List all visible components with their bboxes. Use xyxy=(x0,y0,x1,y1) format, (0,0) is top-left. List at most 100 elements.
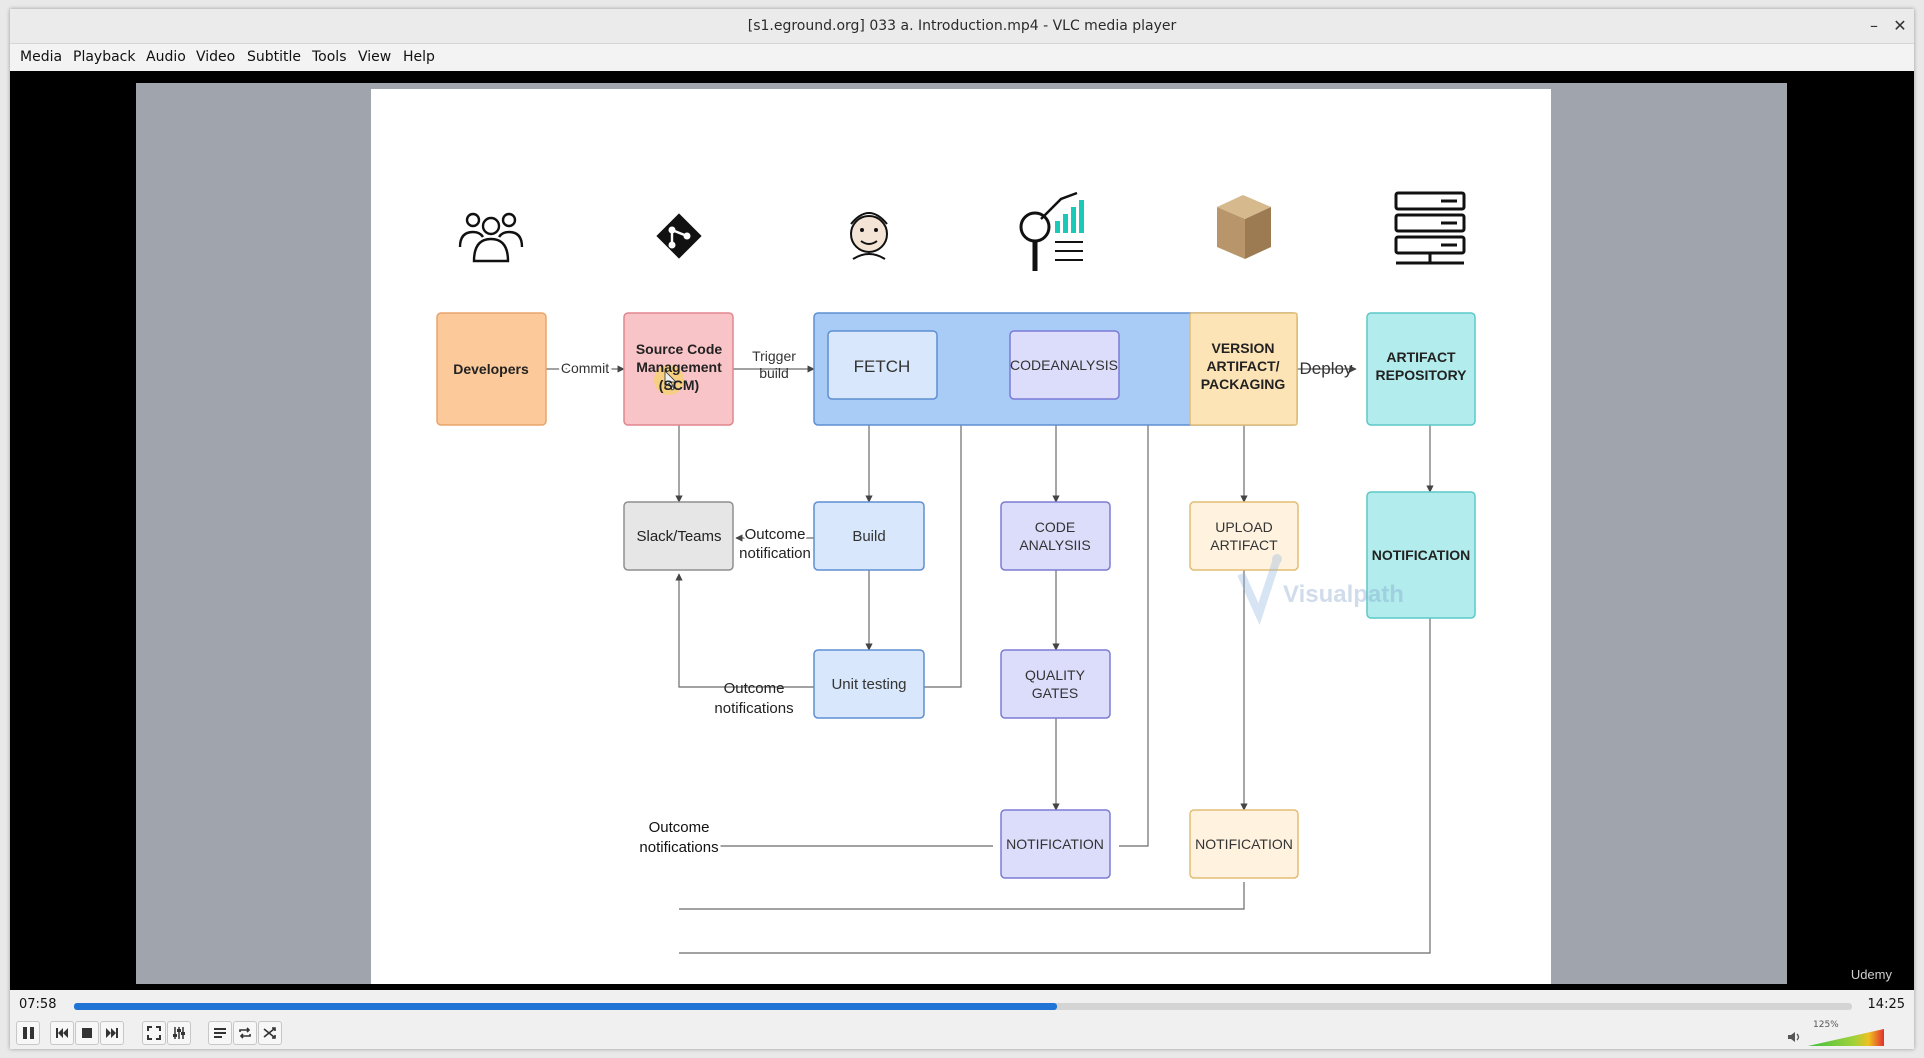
code-analysis-label-1: CODE xyxy=(1035,519,1075,535)
developers-label: Developers xyxy=(453,361,529,377)
quality-gates-label-1: QUALITY xyxy=(1025,667,1086,683)
scm-label-2: Management xyxy=(636,359,722,375)
seek-bar-row: 07:58 14:25 xyxy=(10,994,1914,1018)
menu-bar: Media Playback Audio Video Subtitle Tool… xyxy=(10,44,1914,71)
speaker-icon xyxy=(1788,1032,1800,1042)
jenkins-icon xyxy=(850,212,888,260)
next-button[interactable] xyxy=(100,1021,124,1045)
upload-notification-return-line xyxy=(679,882,1245,910)
slide-background: Developers Source Code Management (SCM) … xyxy=(136,83,1787,984)
total-time: 14:25 xyxy=(1867,997,1905,1012)
version-label-1: VERSION xyxy=(1211,340,1274,356)
volume-control[interactable]: 125% xyxy=(1786,1020,1896,1047)
stop-icon xyxy=(82,1028,92,1038)
notification-upload-label: NOTIFICATION xyxy=(1195,836,1293,852)
vlc-window: [s1.eground.org] 033 a. Introduction.mp4… xyxy=(10,9,1914,1049)
artifact-repo-box xyxy=(1366,312,1476,426)
notification-qa-box xyxy=(1000,809,1111,879)
notification-to-version-arrow xyxy=(1119,375,1191,847)
notification-upload-box xyxy=(1189,809,1299,879)
playlist-button[interactable] xyxy=(208,1021,232,1045)
code-analysis-box xyxy=(1000,501,1111,571)
notification-right-label: NOTIFICATION xyxy=(1372,547,1471,563)
outcome-bottom-label-1: Outcome xyxy=(649,819,710,836)
stop-button[interactable] xyxy=(75,1021,99,1045)
shuffle-button[interactable] xyxy=(258,1021,282,1045)
fetch-box xyxy=(827,330,938,400)
build-box xyxy=(813,501,925,571)
title-bar: [s1.eground.org] 033 a. Introduction.mp4… xyxy=(10,9,1914,44)
version-label-2: ARTIFACT/ xyxy=(1206,358,1279,374)
artifact-repo-label-1: ARTIFACT xyxy=(1386,349,1456,365)
scm-label-1: Source Code xyxy=(636,341,723,357)
server-rack-icon xyxy=(1394,191,1466,265)
notification-qa-label: NOTIFICATION xyxy=(1006,836,1104,852)
playlist-icon xyxy=(214,1028,226,1038)
skip-forward-icon xyxy=(106,1028,118,1038)
upload-label-2: ARTIFACT xyxy=(1210,537,1278,553)
volume-percent: 125% xyxy=(1813,1020,1839,1030)
codeanalysis-label: CODEANALYSIS xyxy=(1010,357,1118,373)
close-button[interactable]: ✕ xyxy=(1893,16,1907,35)
build-label: Build xyxy=(852,528,885,545)
menu-playback[interactable]: Playback xyxy=(73,49,136,65)
developers-box xyxy=(436,312,547,426)
slide: Developers Source Code Management (SCM) … xyxy=(371,89,1551,984)
outcome-unit-label-1: Outcome xyxy=(724,680,785,697)
scm-label-3: (SCM) xyxy=(659,377,699,393)
outcome-unit-label-2: notifications xyxy=(714,700,793,717)
shuffle-icon xyxy=(263,1027,276,1039)
menu-tools[interactable]: Tools xyxy=(312,49,347,65)
trigger-edge-label-2: build xyxy=(759,365,789,381)
video-area[interactable]: Developers Source Code Management (SCM) … xyxy=(10,71,1914,990)
loop-button[interactable] xyxy=(233,1021,257,1045)
deploy-edge-label: Deploy xyxy=(1300,359,1353,378)
unit-outcome-arrow xyxy=(675,573,814,688)
quality-gates-box xyxy=(1000,649,1111,719)
minimize-button[interactable]: – xyxy=(1870,16,1878,35)
menu-help[interactable]: Help xyxy=(403,49,435,65)
code-analysis-label-2: ANALYSIIS xyxy=(1019,537,1090,553)
unit-testing-box xyxy=(813,649,925,719)
fullscreen-icon xyxy=(147,1026,161,1040)
equalizer-icon xyxy=(173,1027,185,1039)
seek-slider[interactable] xyxy=(74,1003,1852,1010)
version-box xyxy=(1189,312,1298,426)
seek-progress xyxy=(74,1003,1058,1010)
people-icon xyxy=(458,212,524,263)
volume-slider[interactable] xyxy=(1808,1029,1884,1047)
fullscreen-button[interactable] xyxy=(142,1021,166,1045)
volume-level xyxy=(1808,1029,1884,1046)
menu-media[interactable]: Media xyxy=(20,49,63,65)
udemy-watermark: Udemy xyxy=(1850,967,1892,982)
notification-right-box xyxy=(1366,491,1476,619)
package-box-icon xyxy=(1217,195,1271,259)
extended-settings-button[interactable] xyxy=(167,1021,191,1045)
upload-box xyxy=(1189,501,1299,571)
git-icon xyxy=(656,213,702,259)
outcome-build-label-2: notification xyxy=(739,545,811,562)
unit-testing-label: Unit testing xyxy=(831,676,906,693)
menu-subtitle[interactable]: Subtitle xyxy=(247,49,302,65)
repo-notification-return-line xyxy=(679,618,1431,954)
visualpath-label: Visualpath xyxy=(1283,581,1404,608)
trigger-edge-label-1: Trigger xyxy=(752,348,796,364)
menu-video[interactable]: Video xyxy=(196,49,236,65)
version-label-3: PACKAGING xyxy=(1201,376,1286,392)
mouse-pointer-icon xyxy=(664,370,677,391)
elapsed-time: 07:58 xyxy=(19,997,57,1012)
pause-button[interactable] xyxy=(16,1021,40,1045)
previous-button[interactable] xyxy=(50,1021,74,1045)
menu-view[interactable]: View xyxy=(358,49,392,65)
outcome-bottom-label-2: notifications xyxy=(639,839,718,856)
pause-icon xyxy=(23,1027,34,1039)
ci-pipeline-diagram: Developers Source Code Management (SCM) … xyxy=(436,191,1476,954)
artifact-repo-label-2: REPOSITORY xyxy=(1375,367,1467,383)
fetch-label: FETCH xyxy=(854,357,911,376)
skip-back-icon xyxy=(56,1028,68,1038)
menu-audio[interactable]: Audio xyxy=(146,49,186,65)
playback-controls: 125% xyxy=(10,1018,1914,1049)
quality-gates-label-2: GATES xyxy=(1032,685,1078,701)
loop-icon xyxy=(239,1027,251,1039)
window-title: [s1.eground.org] 033 a. Introduction.mp4… xyxy=(747,18,1177,34)
